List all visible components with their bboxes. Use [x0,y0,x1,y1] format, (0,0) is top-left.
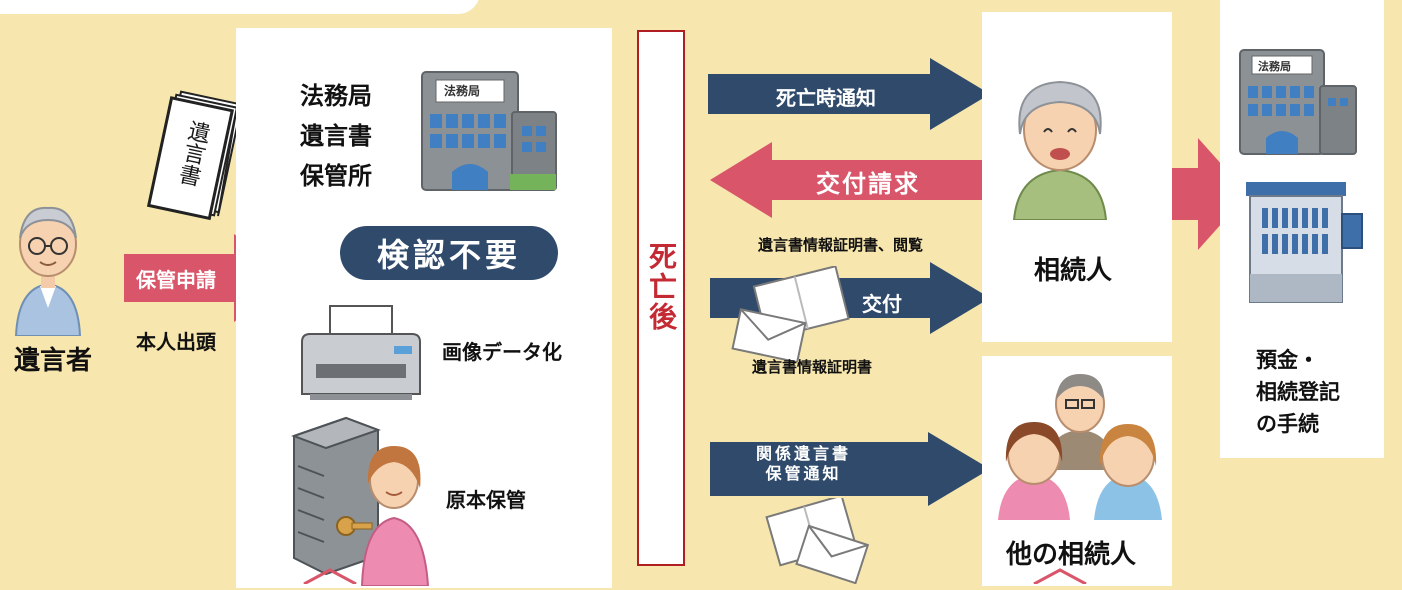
after-death-divider: 死亡後 [637,30,685,566]
related-notice-line1: 関係遺言書 [756,444,852,463]
issue-arrow-label: 交付 [862,292,902,316]
after-death-label: 死亡後 [645,242,678,332]
office-name-line3: 保管所 [300,162,372,190]
no-probate-badge: 検認不要 [340,226,558,280]
office-name: 法務局 遺言書 保管所 [300,76,372,196]
testator-figure [10,196,86,337]
procedures-office-icon: 法務局 [1236,46,1360,156]
related-notice-line2: 保管通知 [765,464,842,483]
will-document-icon: 遺言書 [140,86,250,226]
submit-arrow-label: 保管申請 [136,268,216,292]
original-storage-label: 原本保管 [446,488,526,512]
header-banner [0,0,480,14]
other-heirs-notch [1033,568,1087,584]
office-sign-text: 法務局 [444,84,481,98]
procedures-arrow [1172,138,1248,250]
issue-note: 遺言書情報証明書 [752,358,873,376]
other-heirs-label: 他の相続人 [1006,540,1137,570]
printer-icon [296,304,426,402]
request-note: 遺言書情報証明書、閲覧 [758,236,924,254]
heir-label: 相続人 [1034,256,1113,286]
testator-label: 遺言者 [14,346,93,376]
procedures-label: 預金・ 相続登記 の手続 [1256,344,1340,440]
death-notice-label: 死亡時通知 [776,86,876,110]
office-building-icon: 法務局 [414,68,560,192]
heir-figure [1010,74,1110,221]
other-heirs-figures [994,370,1164,520]
related-notice-label: 関係遺言書 保管通知 [756,444,851,484]
office-name-line1: 法務局 [300,82,372,110]
notice-envelope-icon [750,494,880,585]
office-name-line2: 遺言書 [300,122,372,150]
procedures-line3: の手続 [1256,412,1319,436]
procedures-line1: 預金・ [1256,348,1319,372]
procedures-office-sign-text: 法務局 [1258,60,1291,73]
request-arrow [710,142,990,218]
bank-building-icon [1240,178,1366,304]
server-storage-icon [290,414,440,587]
procedures-line2: 相続登記 [1256,380,1340,404]
related-notice-arrow [710,432,990,506]
submit-note: 本人出頭 [136,330,216,354]
digitize-label: 画像データ化 [442,340,562,364]
certificate-envelope-icon [730,265,860,364]
request-arrow-label: 交付請求 [816,170,920,198]
death-notice-arrow [708,58,990,130]
office-panel-notch [303,568,357,584]
